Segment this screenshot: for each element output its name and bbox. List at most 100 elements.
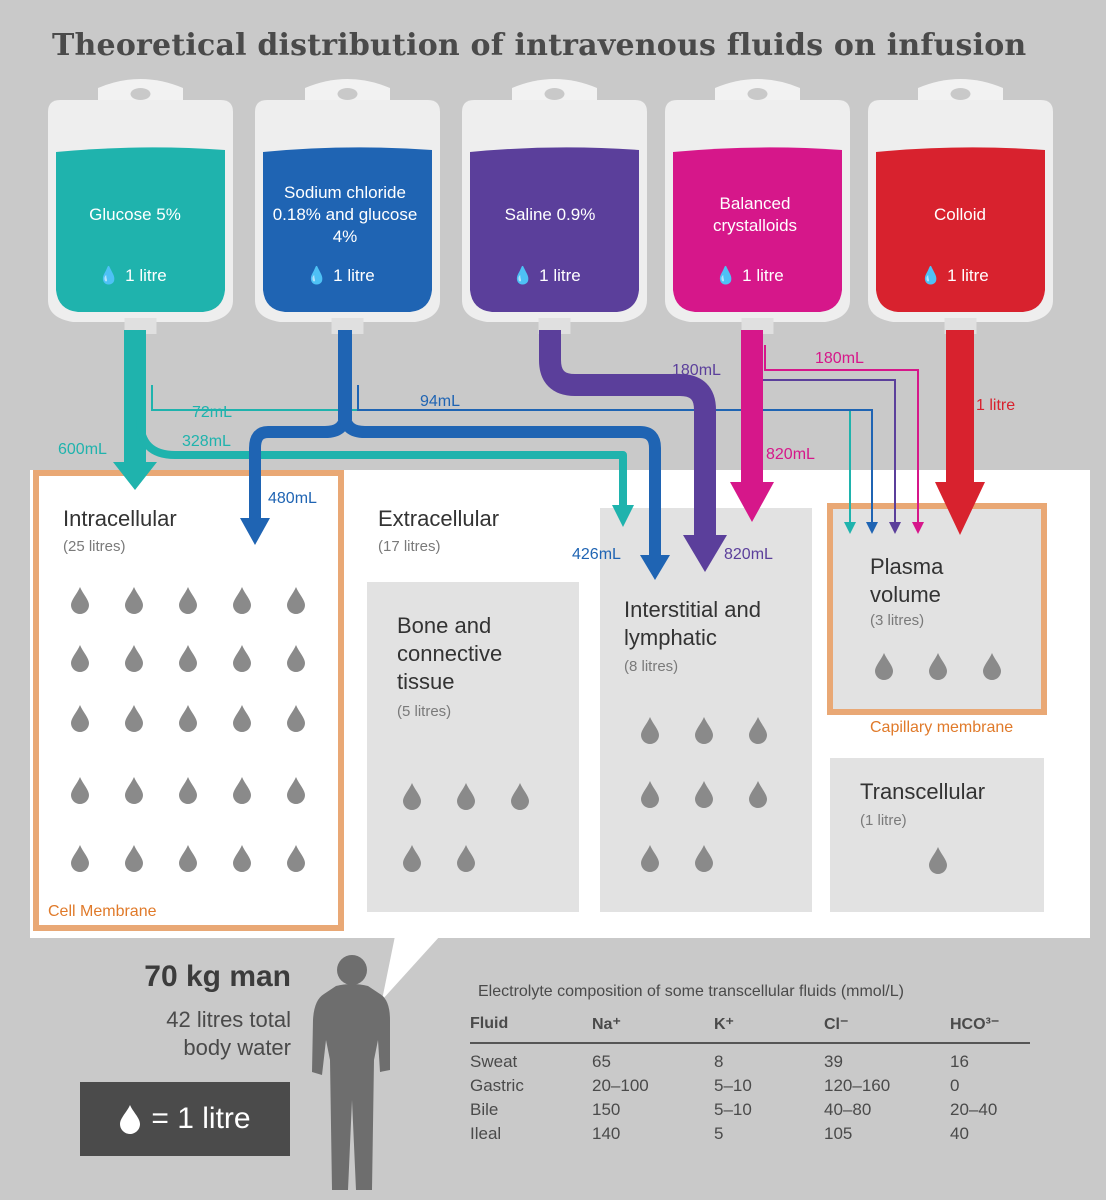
table-cell: 5–10 [714, 1100, 752, 1119]
bag-label-balanced: Balanced crystalloids [712, 194, 798, 235]
bag-volume-saline: 💧 1 litre [512, 266, 581, 286]
bag-volume-colloid: 💧 1 litre [920, 266, 989, 286]
table-cell: 20–40 [950, 1100, 998, 1119]
flow-label-saline-plasma: 180mL [672, 362, 721, 379]
intracellular-volume: (25 litres) [63, 538, 126, 555]
flow-label-colloid-plasma: 1 litre [976, 397, 1016, 414]
drop-icon: 💧 [715, 266, 737, 285]
column-header: Cl⁻ [824, 1008, 950, 1044]
legend: = 1 litre [80, 1082, 290, 1156]
thick-arrowheads [113, 462, 985, 580]
table-header-row: Fluid Na⁺ K⁺ Cl⁻ HCO³⁻ [470, 1008, 1030, 1044]
bag-volume-glucose: 💧 1 litre [98, 266, 167, 286]
flow-label-glucose-interstitial: 328mL [182, 433, 231, 450]
table-cell: 140 [592, 1124, 621, 1143]
thin-flows [151, 345, 919, 525]
bag-volume-balanced: 💧 1 litre [715, 266, 784, 286]
electrolyte-table-title: Electrolyte composition of some transcel… [478, 983, 904, 1000]
table-cell: 16 [950, 1052, 969, 1071]
column-header: HCO³⁻ [950, 1008, 1030, 1044]
flow-label-glucose-plasma: 72mL [192, 404, 233, 421]
table-cell: 39 [824, 1052, 843, 1071]
fluid-bag [868, 79, 1053, 334]
fluid-bag [665, 79, 850, 334]
speech-tail [382, 936, 440, 1000]
table-cell: Ileal [470, 1124, 502, 1143]
extracellular-volume: (17 litres) [378, 538, 441, 555]
capillary-membrane-border [827, 503, 1047, 715]
table-cell: 8 [714, 1052, 724, 1071]
cell-membrane-label: Cell Membrane [48, 903, 157, 920]
flow-label-sodium-plasma: 94mL [420, 393, 461, 410]
column-header: Na⁺ [592, 1008, 714, 1044]
transcellular-volume: (1 litre) [860, 812, 907, 829]
flow-label-glucose-intracellular: 600mL [58, 441, 107, 458]
intracellular-heading: Intracellular [63, 506, 177, 531]
table-row: Sweat 65 8 39 16 [470, 1043, 1030, 1074]
table-cell: 40–80 [824, 1100, 872, 1119]
plasma-volume: (3 litres) [870, 612, 925, 629]
fluid-bags [48, 79, 1053, 334]
table-cell: Sweat [470, 1052, 518, 1071]
flow-label-sodium-intracellular: 480mL [268, 490, 317, 507]
drop-icon: 💧 [98, 266, 120, 285]
table-cell: 5 [714, 1124, 724, 1143]
fluid-bag [255, 79, 440, 334]
balanced-plasma-flow [764, 345, 919, 525]
drop-icon: 💧 [306, 266, 328, 285]
column-header: Fluid [470, 1008, 592, 1044]
man-silhouette [312, 955, 390, 1190]
table-cell: 65 [592, 1052, 611, 1071]
page-title: Theoretical distribution of intravenous … [52, 28, 1027, 63]
bag-label-saline: Saline 0.9% [504, 205, 596, 224]
man-title: 70 kg man [144, 960, 291, 993]
saline-interstitial-flow [539, 330, 716, 540]
drop-icon: 💧 [920, 266, 942, 285]
plasma-compartment [830, 506, 1044, 712]
bag-volume-text: 1 litre [333, 266, 375, 285]
extracellular-heading: Extracellular [378, 506, 500, 531]
column-header: K⁺ [714, 1008, 824, 1044]
bag-volume-text: 1 litre [125, 266, 167, 285]
fluid-bag [462, 79, 647, 334]
transcellular-heading: Transcellular [860, 779, 986, 804]
interstitial-compartment [600, 508, 812, 912]
capillary-membrane-label: Capillary membrane [870, 719, 1014, 736]
bag-label-sodium: Sodium chloride 0.18% and glucose 4% [272, 183, 418, 246]
transcellular-compartment [830, 758, 1044, 912]
bag-label-glucose: Glucose 5% [89, 205, 181, 224]
fluid-bag [48, 79, 233, 334]
table-cell: 150 [592, 1100, 621, 1119]
bone-heading: Bone and connective tissue [397, 613, 503, 694]
flow-label-balanced-interstitial: 820mL [766, 446, 815, 463]
man-subtitle: 42 litres total body water [166, 1007, 291, 1060]
bag-volume-text: 1 litre [742, 266, 784, 285]
table-cell: 20–100 [592, 1076, 649, 1095]
drop-icon [120, 1105, 141, 1134]
table-cell: Bile [470, 1100, 499, 1119]
flow-label-sodium-interstitial: 426mL [572, 546, 621, 563]
flow-label-saline-interstitial: 820mL [724, 546, 773, 563]
table-cell: 105 [824, 1124, 853, 1143]
bone-compartment [367, 582, 579, 912]
legend-text: = 1 litre [151, 1102, 251, 1135]
thin-arrowheads [844, 522, 924, 534]
bag-volume-text: 1 litre [539, 266, 581, 285]
thick-flows [124, 330, 974, 560]
bag-label-colloid: Colloid [934, 205, 986, 224]
bag-volume-text: 1 litre [947, 266, 989, 285]
interstitial-heading: Interstitial and lymphatic [624, 597, 761, 650]
drop-icon: 💧 [512, 266, 534, 285]
table-row: Bile 150 5–10 40–80 20–40 [470, 1098, 1030, 1122]
interstitial-volume: (8 litres) [624, 658, 679, 675]
glucose-interstitial-flow [136, 419, 627, 510]
bone-volume: (5 litres) [397, 703, 452, 720]
sodium-interstitial-flow [339, 414, 661, 560]
table-cell: 0 [950, 1076, 960, 1095]
plasma-heading: Plasma volume [870, 554, 944, 607]
table-cell: 120–160 [824, 1076, 891, 1095]
